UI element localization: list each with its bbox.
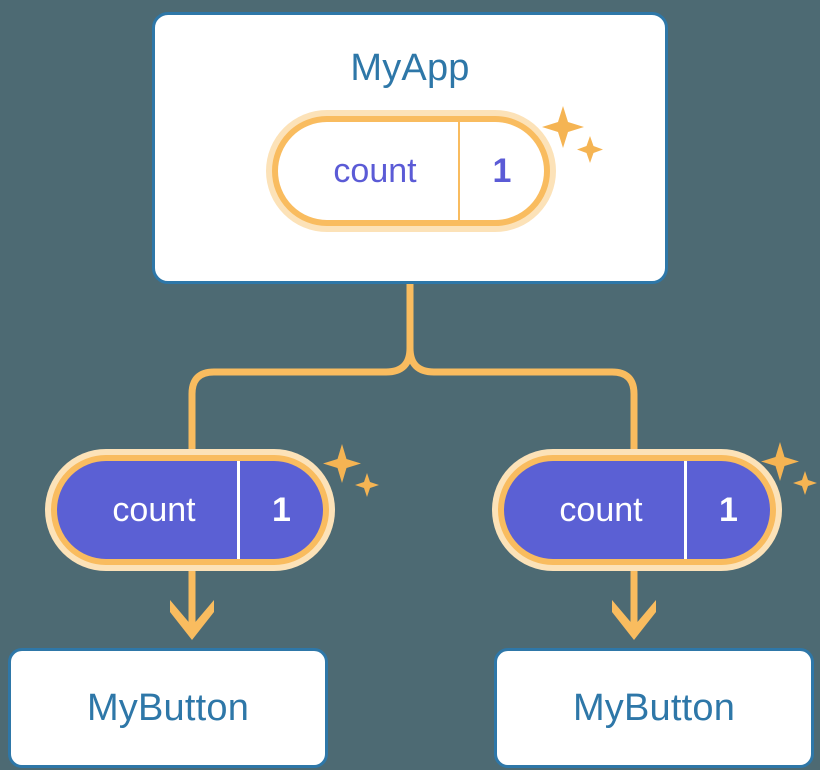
signal-pill-branch-right[interactable]: count 1	[492, 449, 782, 571]
signal-pill-ring: count 1	[51, 455, 329, 565]
arrow-connector-left	[170, 568, 214, 640]
component-title-myapp: MyApp	[350, 47, 470, 89]
branch-connector-left	[188, 347, 414, 452]
signal-value: 1	[458, 122, 544, 220]
branch-connector-right	[406, 347, 638, 452]
component-card-mybutton-right[interactable]: MyButton	[494, 648, 814, 768]
signal-name: count	[559, 491, 643, 529]
signal-pill-branch-left[interactable]: count 1	[45, 449, 335, 571]
signal-value: 1	[684, 461, 770, 559]
component-title-mybutton: MyButton	[86, 687, 250, 729]
signal-pill-ring: count 1	[498, 455, 776, 565]
component-title-mybutton: MyButton	[572, 687, 736, 729]
signal-name: count	[333, 152, 417, 190]
signal-value: 1	[237, 461, 323, 559]
component-card-mybutton-left[interactable]: MyButton	[8, 648, 328, 768]
arrow-connector-right	[612, 568, 656, 640]
signal-name: count	[112, 491, 196, 529]
signal-pill-root[interactable]: count 1	[266, 110, 556, 232]
signal-pill-ring: count 1	[272, 116, 550, 226]
